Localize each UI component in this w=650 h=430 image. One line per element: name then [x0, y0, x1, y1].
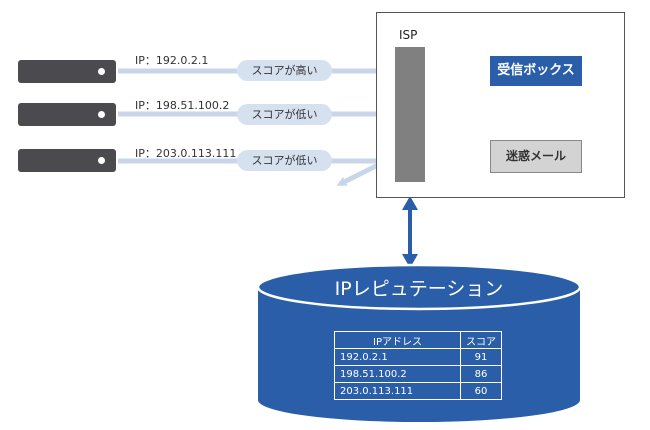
score-cell: 86 — [460, 365, 502, 383]
table-row: 203.0.113.111 60 — [334, 382, 502, 400]
score-cell: 91 — [460, 348, 502, 366]
score-pill: スコアが高い — [237, 60, 332, 81]
server-ip-label: IP：198.51.100.2 — [135, 99, 230, 112]
spam-box: 迷惑メール — [490, 140, 582, 173]
server-led-icon — [98, 111, 105, 118]
score-cell: 60 — [460, 382, 502, 400]
isp-label: ISP — [399, 28, 418, 42]
mail-server-2 — [18, 103, 116, 126]
reputation-table: IPアドレス スコア 192.0.2.1 91 198.51.100.2 86 … — [334, 331, 502, 400]
server-ip-label: IP：192.0.2.1 — [135, 54, 209, 67]
isp-filter-column — [395, 47, 425, 182]
ip-cell: 203.0.113.111 — [334, 382, 461, 400]
server-led-icon — [98, 157, 105, 164]
database-title: IPレピュテーション — [334, 278, 504, 300]
server-ip-label: IP：203.0.113.111 — [135, 147, 237, 160]
ip-cell: 198.51.100.2 — [334, 365, 461, 383]
table-header-row: IPアドレス スコア — [334, 331, 502, 349]
ip-cell: 192.0.2.1 — [334, 348, 461, 366]
score-pill: スコアが低い — [237, 104, 332, 125]
column-header-ip: IPアドレス — [334, 331, 461, 349]
isp-db-connector — [402, 196, 418, 268]
server-led-icon — [98, 68, 105, 75]
table-row: 198.51.100.2 86 — [334, 365, 502, 383]
table-row: 192.0.2.1 91 — [334, 348, 502, 366]
score-pill: スコアが低い — [237, 150, 332, 171]
mail-server-1 — [18, 60, 116, 83]
inbox-box: 受信ボックス — [490, 56, 582, 86]
mail-server-3 — [18, 149, 116, 172]
column-header-score: スコア — [460, 331, 502, 349]
